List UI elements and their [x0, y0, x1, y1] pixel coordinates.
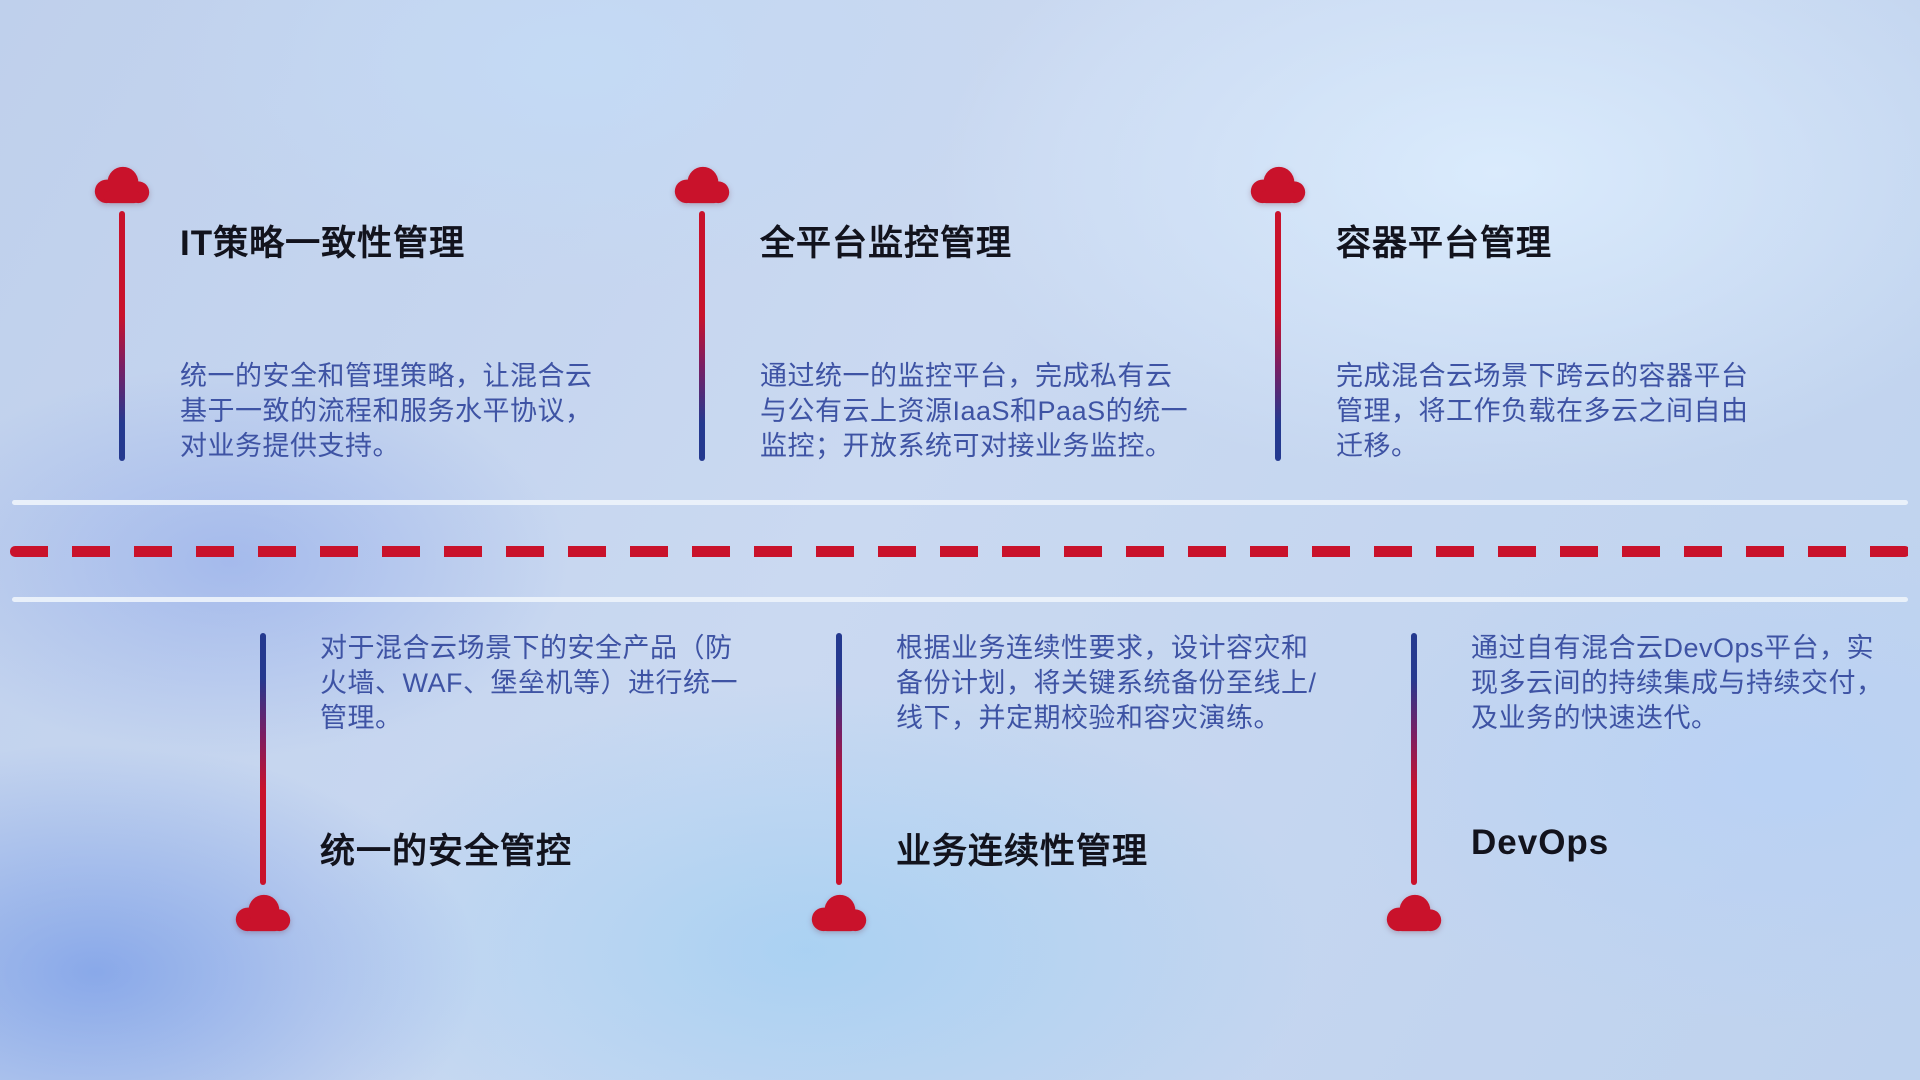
timeline-stem: [699, 211, 705, 461]
cloud-icon: [1385, 893, 1443, 933]
divider-solid-bottom: [12, 597, 1908, 602]
timeline-stem: [119, 211, 125, 461]
feature-description: 统一的安全和管理策略，让混合云基于一致的流程和服务水平协议，对业务提供支持。: [180, 361, 593, 461]
feature-item-monitoring: 全平台监控管理 通过统一的监控平台，完成私有云与公有云上资源IaaS和PaaS的…: [674, 165, 1204, 485]
feature-title: 全平台监控管理: [760, 224, 1013, 263]
cloud-icon: [234, 893, 292, 933]
feature-description: 通过自有混合云DevOps平台，实现多云间的持续集成与持续交付，及业务的快速迭代…: [1471, 633, 1884, 733]
feature-title: DevOps: [1471, 823, 1610, 862]
timeline-stem: [836, 633, 842, 885]
feature-title: 统一的安全管控: [320, 832, 573, 871]
feature-item-security-control: 对于混合云场景下的安全产品（防火墙、WAF、堡垒机等）进行统一管理。 统一的安全…: [235, 625, 765, 955]
feature-description: 完成混合云场景下跨云的容器平台管理，将工作负载在多云之间自由迁移。: [1336, 361, 1749, 461]
timeline-stem: [260, 633, 266, 885]
feature-title: 容器平台管理: [1336, 224, 1553, 263]
cloud-icon: [673, 165, 731, 205]
timeline-stem: [1411, 633, 1417, 885]
feature-description: 通过统一的监控平台，完成私有云与公有云上资源IaaS和PaaS的统一监控；开放系…: [760, 361, 1189, 461]
cloud-icon: [1249, 165, 1307, 205]
feature-description: 对于混合云场景下的安全产品（防火墙、WAF、堡垒机等）进行统一管理。: [320, 633, 738, 733]
feature-item-container-platform: 容器平台管理 完成混合云场景下跨云的容器平台管理，将工作负载在多云之间自由迁移。: [1250, 165, 1780, 485]
cloud-icon: [93, 165, 151, 205]
divider-dashed-red: [10, 546, 1910, 557]
feature-title: 业务连续性管理: [896, 832, 1149, 871]
feature-item-business-continuity: 根据业务连续性要求，设计容灾和备份计划，将关键系统备份至线上/线下，并定期校验和…: [811, 625, 1341, 955]
feature-item-it-policy: IT策略一致性管理 统一的安全和管理策略，让混合云基于一致的流程和服务水平协议，…: [94, 165, 624, 485]
feature-description: 根据业务连续性要求，设计容灾和备份计划，将关键系统备份至线上/线下，并定期校验和…: [896, 633, 1317, 733]
timeline-stem: [1275, 211, 1281, 461]
feature-item-devops: 通过自有混合云DevOps平台，实现多云间的持续集成与持续交付，及业务的快速迭代…: [1386, 625, 1916, 955]
divider-solid-top: [12, 500, 1908, 505]
feature-title: IT策略一致性管理: [180, 224, 466, 263]
cloud-icon: [810, 893, 868, 933]
